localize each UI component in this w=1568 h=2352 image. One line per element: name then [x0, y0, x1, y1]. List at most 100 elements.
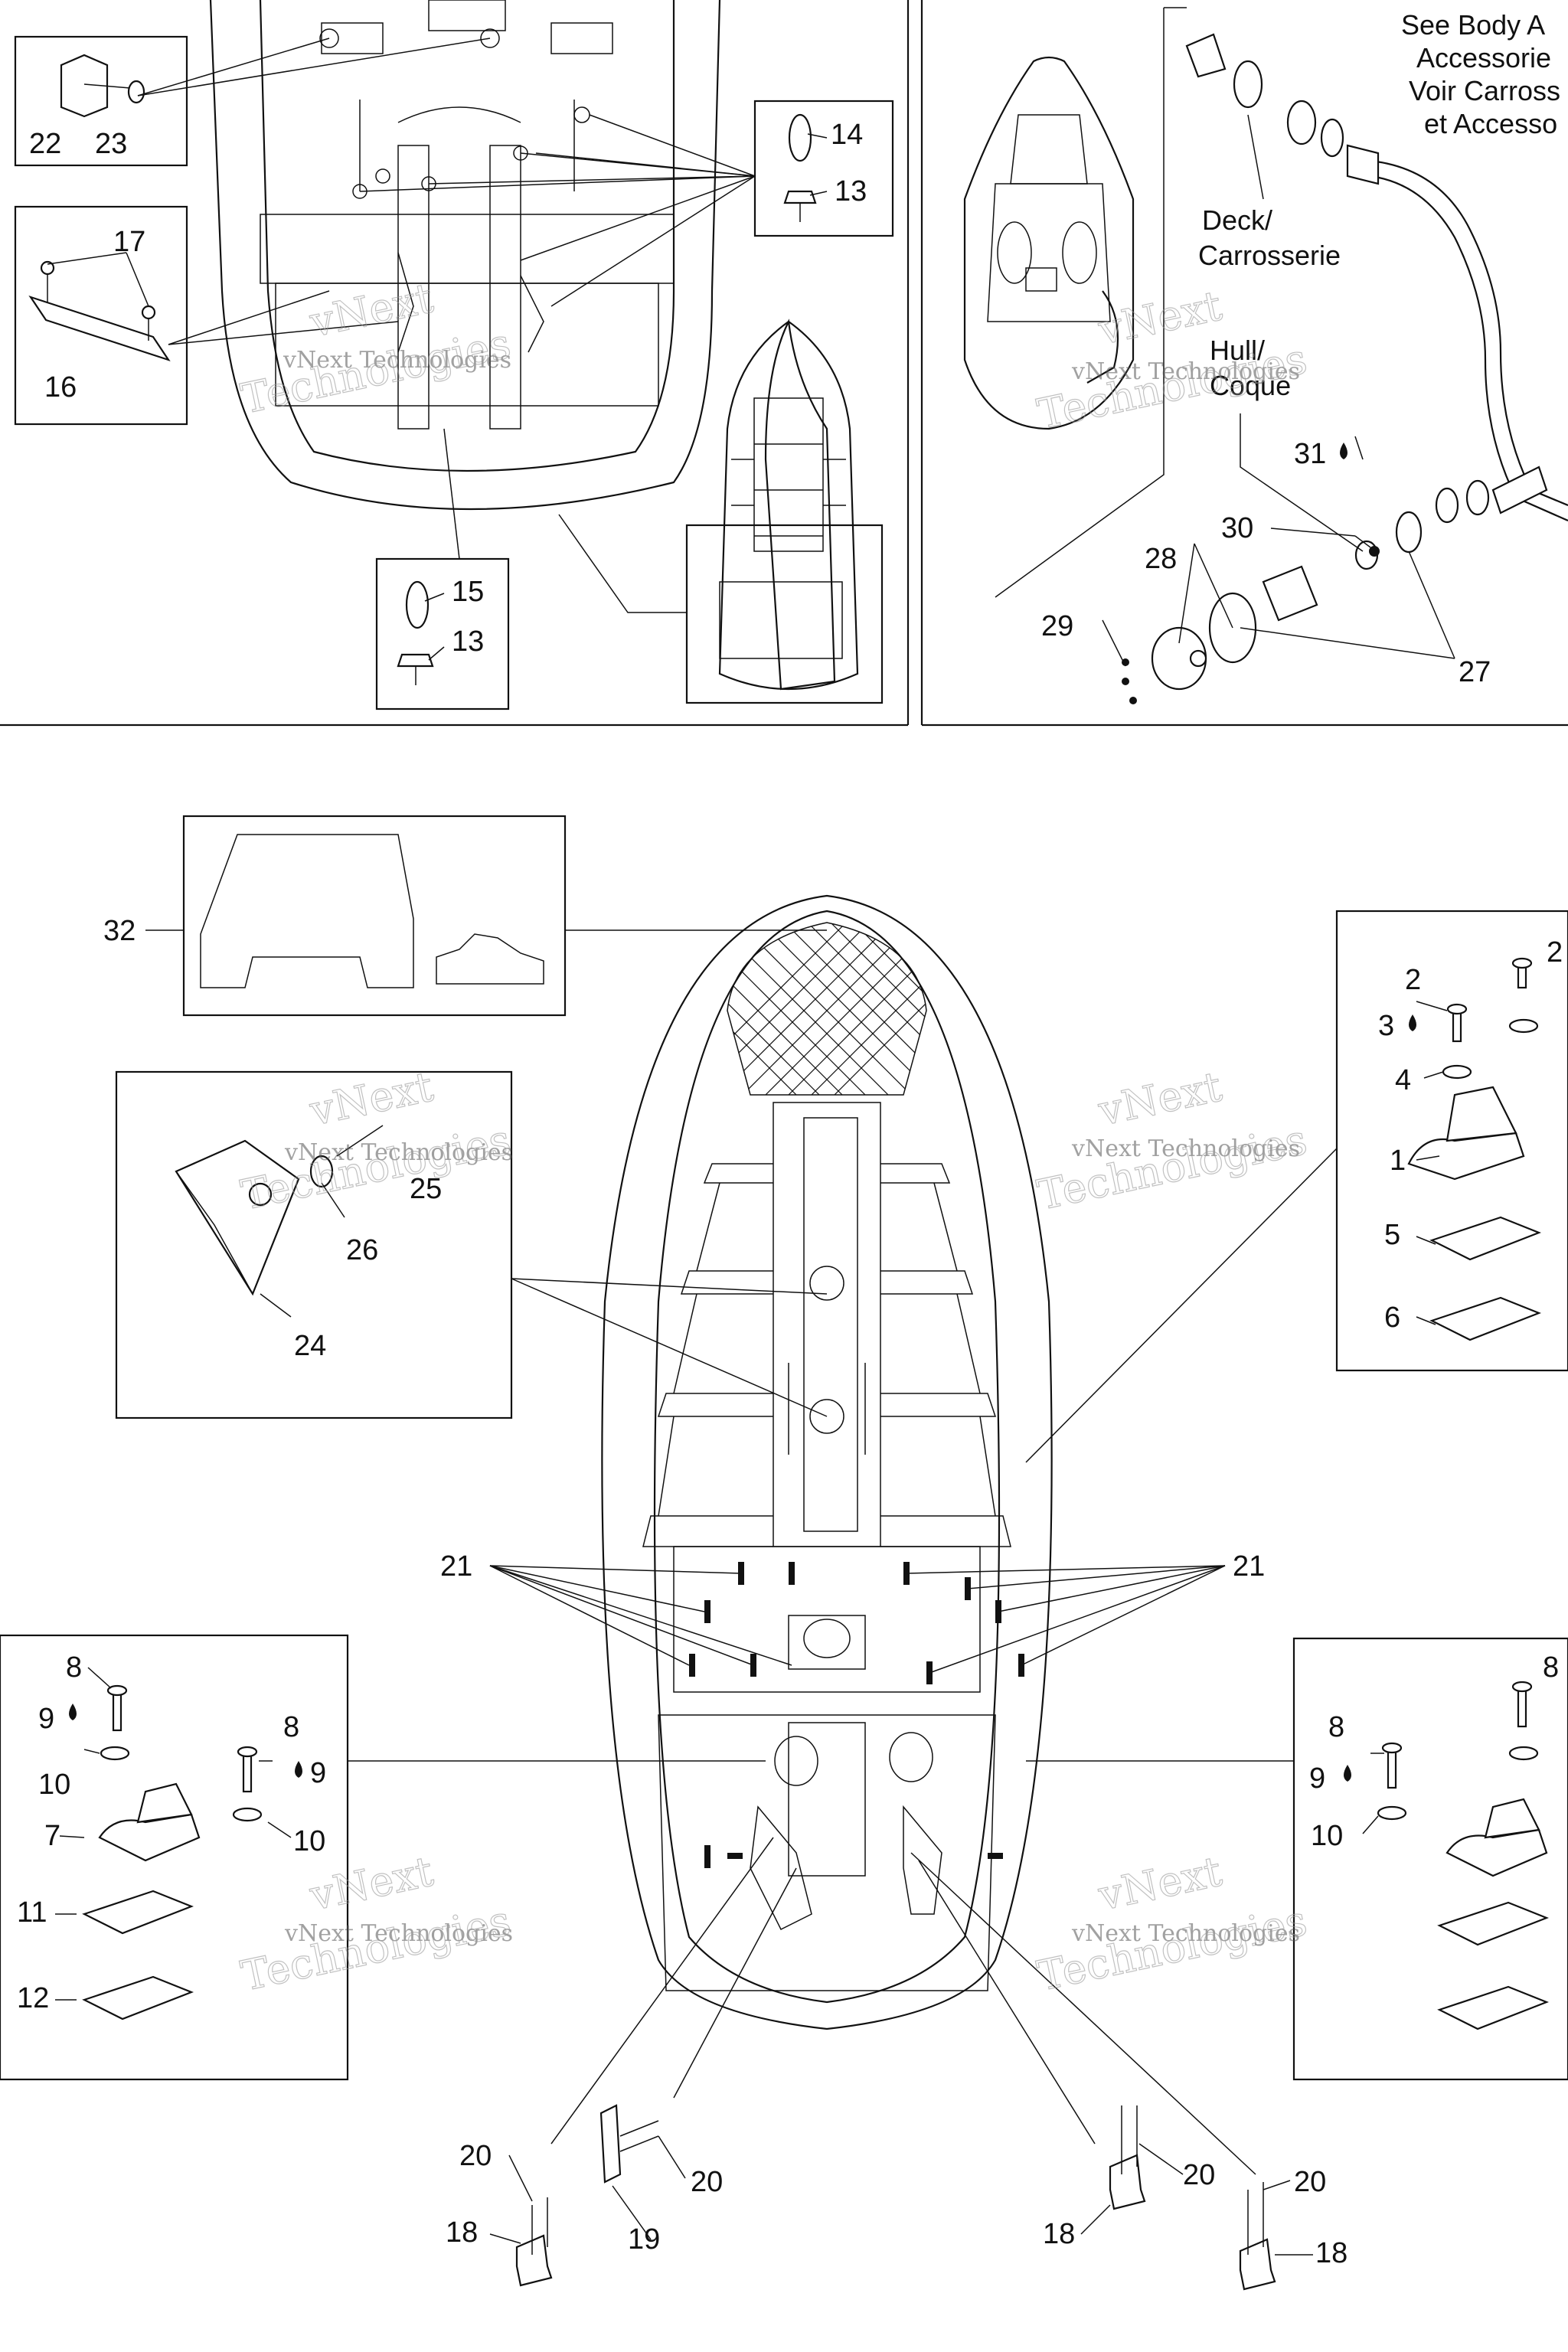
- callout-22: 22: [29, 128, 61, 160]
- watermark-text-4: vNext Technologies: [1071, 1135, 1300, 1162]
- watermark-big-1b: Technologies: [237, 319, 515, 423]
- callout-29: 29: [1041, 610, 1073, 642]
- callout-8-c: 8: [1328, 1711, 1344, 1743]
- watermark-text-5: vNext Technologies: [284, 1920, 513, 1947]
- deck-label-line2: Carrosserie: [1198, 240, 1341, 271]
- leader-lines-21: [489, 1565, 1226, 1674]
- callout-8: 8: [66, 1651, 82, 1684]
- callout-1: 1: [1390, 1145, 1406, 1177]
- see-body-note-line1: See Body A: [1401, 9, 1545, 41]
- sealant-drop-icon: [69, 1704, 77, 1720]
- callout-25: 25: [410, 1173, 442, 1205]
- callout-6: 6: [1384, 1302, 1400, 1334]
- see-body-note-line2: Accessorie: [1416, 42, 1551, 74]
- callout-3: 3: [1378, 1010, 1394, 1042]
- watermark-big-6b: Technologies: [1034, 1896, 1312, 2001]
- callout-18-b: 18: [1043, 2218, 1075, 2250]
- callout-19: 19: [628, 2223, 660, 2256]
- callout-16: 16: [44, 371, 77, 403]
- watermark-big-3b: Technologies: [237, 1116, 515, 1220]
- watermark-text-6: vNext Technologies: [1071, 1920, 1300, 1947]
- callout-11: 11: [17, 1896, 47, 1929]
- leader-lines-16: [168, 290, 399, 345]
- detail-box-24-26: [115, 1070, 513, 1419]
- watermark-text-2: vNext Technologies: [1071, 358, 1300, 385]
- callout-7: 7: [44, 1820, 60, 1852]
- detail-box-22-23: [14, 35, 188, 167]
- watermark-big-1a: vNext: [305, 273, 438, 347]
- callout-9: 9: [38, 1703, 54, 1735]
- watermark-big-3a: vNext: [305, 1062, 438, 1135]
- callout-28: 28: [1145, 543, 1177, 575]
- watermark-big-2b: Technologies: [1034, 335, 1312, 439]
- sealant-drop-icon: [1340, 443, 1348, 459]
- callout-21-left: 21: [440, 1550, 472, 1583]
- ventilation-tube: [1122, 33, 1568, 704]
- callout-13-bottom: 13: [452, 626, 484, 658]
- watermark-text-3: vNext Technologies: [284, 1139, 513, 1166]
- callout-31: 31: [1294, 438, 1326, 470]
- watercraft-top-view: [963, 56, 1135, 430]
- top-right-leader-lines: [995, 7, 1455, 667]
- callout-23: 23: [95, 128, 127, 160]
- bracket-leader-lines: [489, 1837, 1313, 2256]
- leader-line-15: [443, 428, 460, 560]
- callout-8-d: 8: [1543, 1651, 1559, 1684]
- watermark-big-2a: vNext: [1094, 281, 1227, 354]
- callout-5: 5: [1384, 1219, 1400, 1251]
- callout-32: 32: [103, 915, 136, 947]
- watermark-big-6a: vNext: [1094, 1847, 1227, 1920]
- hull-label-line1: Hull/: [1210, 335, 1265, 366]
- watermark-big-5b: Technologies: [237, 1896, 515, 2001]
- detail-box-right-8-10: [1026, 1637, 1568, 2081]
- hull-label-line2: Coque: [1210, 370, 1291, 401]
- callout-20-c: 20: [1183, 2159, 1215, 2191]
- callout-14: 14: [831, 119, 863, 151]
- hull-overview-small: [685, 318, 884, 704]
- callout-18-a: 18: [446, 2216, 478, 2249]
- watermark-big-4b: Technologies: [1034, 1116, 1312, 1220]
- callout-17: 17: [113, 226, 145, 258]
- detail-box-14-13: [753, 100, 894, 237]
- callout-2: 2: [1405, 964, 1421, 996]
- callout-10-c: 10: [1311, 1820, 1343, 1852]
- detail-box-15-13: [375, 557, 510, 710]
- callout-8-b: 8: [283, 1711, 299, 1743]
- callout-9-c: 9: [1309, 1762, 1325, 1795]
- hull-ribs-left: [642, 1163, 773, 1547]
- callout-10: 10: [38, 1769, 70, 1801]
- callout-20-b: 20: [691, 2166, 723, 2198]
- see-body-note-line4: et Accesso: [1424, 108, 1557, 139]
- watermark-text-1: vNext Technologies: [283, 347, 511, 374]
- deck-label-line1: Deck/: [1202, 204, 1272, 236]
- overview-arrow: [558, 514, 687, 613]
- detail-box-1-6: [1025, 910, 1568, 1463]
- see-body-note-line3: Voir Carross: [1409, 75, 1560, 106]
- detail-box-16-17: [14, 205, 188, 426]
- leader-lines-14: [359, 114, 756, 307]
- detail-box-7-12: [0, 1634, 766, 2081]
- hull-ribs-right: [880, 1163, 1011, 1547]
- callout-4: 4: [1395, 1064, 1411, 1096]
- callout-20-a: 20: [459, 2140, 492, 2172]
- bracket-parts: [515, 2104, 1276, 2291]
- callout-18-c: 18: [1315, 2237, 1348, 2269]
- sealant-drop-icon: [295, 1761, 302, 1778]
- panel-frames: [0, 0, 1568, 727]
- watermark-group: vNext Technologies vNext Technologies vN…: [237, 273, 1312, 2001]
- callout-2-right: 2: [1547, 936, 1563, 969]
- callout-21-right: 21: [1233, 1550, 1265, 1583]
- callout-13-top: 13: [835, 175, 867, 207]
- callout-15: 15: [452, 576, 484, 608]
- detail-box-32: [182, 815, 567, 1017]
- leader-lines-22-23: [137, 38, 491, 96]
- leader-lines-24: [511, 1278, 828, 1417]
- sealant-drop-icon: [1344, 1765, 1351, 1782]
- callout-20-d: 20: [1294, 2166, 1326, 2198]
- watermark-big-4a: vNext: [1094, 1062, 1227, 1135]
- callout-9-b: 9: [310, 1757, 326, 1789]
- callout-30: 30: [1221, 512, 1253, 544]
- watermark-big-5a: vNext: [305, 1847, 438, 1920]
- callout-10-b: 10: [293, 1825, 325, 1857]
